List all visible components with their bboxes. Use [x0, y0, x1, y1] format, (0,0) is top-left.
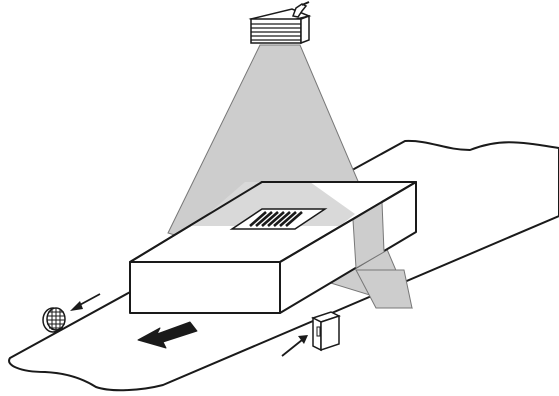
sensor-arrow [281, 335, 308, 357]
barcode-scanner [248, 1, 312, 45]
package [129, 181, 417, 314]
photo-sensor [311, 311, 341, 352]
package-front-face [129, 261, 281, 314]
reflector [42, 307, 66, 333]
direction-arrow [137, 321, 198, 349]
reflector-arrow [70, 293, 101, 311]
barcode-label [229, 208, 328, 230]
